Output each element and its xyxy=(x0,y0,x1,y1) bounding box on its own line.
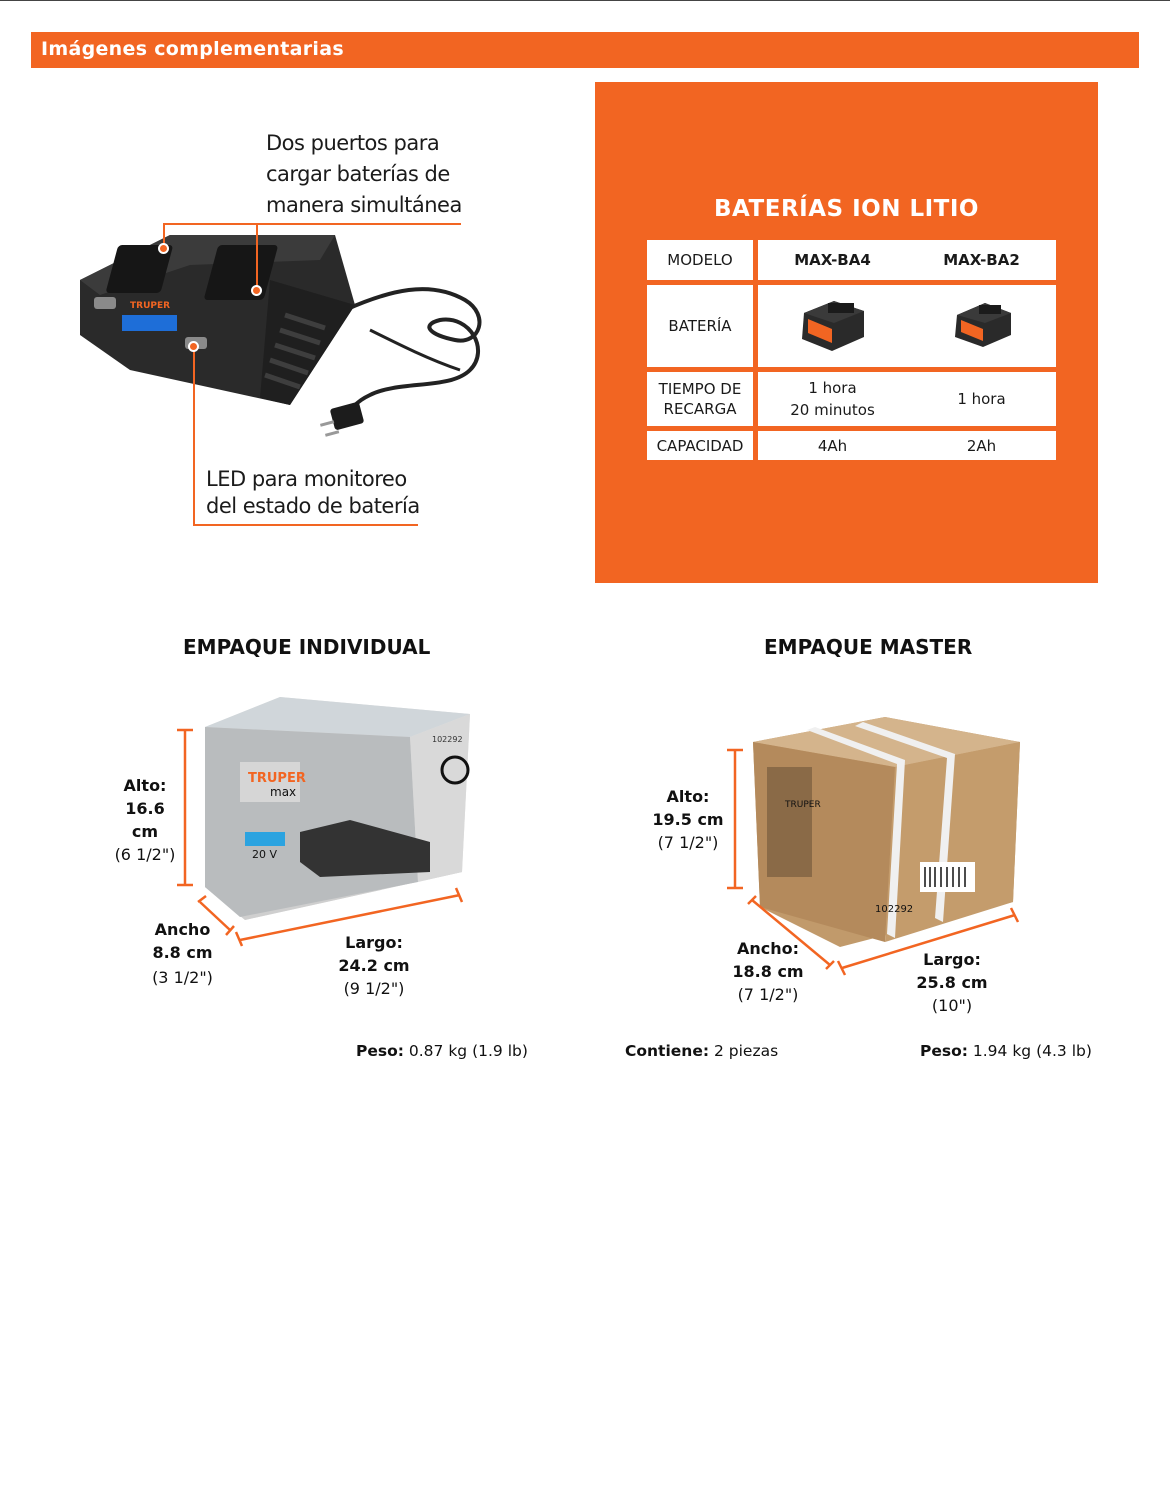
box-voltage: 20 V xyxy=(252,848,277,861)
table-row: MODELO MAX-BA4 MAX-BA2 xyxy=(647,240,1056,280)
callout-led: LED para monitoreo del estado de batería xyxy=(206,467,420,518)
recharge-value: 1 hora xyxy=(808,379,857,397)
master-largo: Largo: 25.8 cm (10") xyxy=(916,950,988,1015)
individual-pack-title: EMPAQUE INDIVIDUAL xyxy=(183,635,431,659)
master-box-image: TRUPER 102292 xyxy=(753,717,1020,947)
capacity-value: 2Ah xyxy=(966,436,997,455)
callout-ports-leader-right xyxy=(256,223,258,290)
master-ancho: Ancho: 18.8 cm (7 1/2") xyxy=(732,939,804,1004)
master-box-code: 102292 xyxy=(875,904,913,915)
master-contents: Contiene: 2 piezas xyxy=(625,1042,779,1060)
battery-label: BATERÍA xyxy=(647,285,753,367)
callout-led-leader xyxy=(193,346,195,526)
capacity-value: 4Ah xyxy=(817,436,848,455)
battery-4ah-image xyxy=(801,301,864,351)
port-marker xyxy=(158,243,169,254)
box-brand: TRUPER xyxy=(248,771,306,786)
battery-info-panel: BATERÍAS ION LITIO MODELO MAX-BA4 MAX-BA… xyxy=(595,82,1098,583)
model-name: MAX-BA4 xyxy=(794,251,871,269)
callout-led-underline xyxy=(193,524,418,526)
box-code: 102292 xyxy=(432,735,463,744)
section-title: Imágenes complementarias xyxy=(41,38,344,60)
callout-ports-leader-left xyxy=(163,223,165,247)
charger-image: TRUPER xyxy=(80,235,482,437)
individual-dimension-lines xyxy=(177,728,464,947)
callout-ports: Dos puertos para cargar baterías de mane… xyxy=(266,131,462,217)
recharge-value: 20 minutos xyxy=(790,401,875,419)
individual-weight: Peso: 0.87 kg (1.9 lb) xyxy=(356,1042,528,1060)
individual-ancho: Ancho 8.8 cm (3 1/2") xyxy=(152,920,213,987)
recharge-label: TIEMPO DE xyxy=(658,380,742,398)
master-alto: Alto: 19.5 cm (7 1/2") xyxy=(652,787,724,852)
model-name: MAX-BA2 xyxy=(943,251,1020,269)
svg-text:TRUPER: TRUPER xyxy=(130,301,170,311)
recharge-label: RECARGA xyxy=(663,400,737,418)
table-row: TIEMPO DE RECARGA 1 hora 20 minutos 1 ho… xyxy=(647,372,1056,426)
callout-ports-underline xyxy=(163,223,461,225)
section-header: Imágenes complementarias xyxy=(31,32,1139,68)
table-row: CAPACIDAD 4Ah 2Ah xyxy=(647,431,1056,460)
individual-box-image: TRUPER max 20 V 102292 xyxy=(205,697,470,920)
port-marker xyxy=(251,285,262,296)
individual-largo: Largo: 24.2 cm (9 1/2") xyxy=(338,933,410,998)
top-rule xyxy=(0,0,1170,1)
individual-alto: Alto: 16.6 cm (6 1/2") xyxy=(114,776,176,864)
master-weight: Peso: 1.94 kg (4.3 lb) xyxy=(920,1042,1092,1060)
battery-2ah-image xyxy=(954,303,1011,347)
led-marker xyxy=(188,341,199,352)
recharge-value: 1 hora xyxy=(957,390,1006,408)
battery-panel-title: BATERÍAS ION LITIO xyxy=(714,196,979,222)
battery-spec-table: MODELO MAX-BA4 MAX-BA2 BATERÍA xyxy=(642,235,1061,465)
capacity-label: CAPACIDAD xyxy=(647,431,753,460)
master-dimension-lines xyxy=(727,748,1020,976)
master-pack-title: EMPAQUE MASTER xyxy=(764,635,973,659)
master-box-brand: TRUPER xyxy=(784,800,821,810)
table-row: BATERÍA xyxy=(647,285,1056,367)
model-label: MODELO xyxy=(647,240,753,280)
box-brand: max xyxy=(270,785,296,799)
